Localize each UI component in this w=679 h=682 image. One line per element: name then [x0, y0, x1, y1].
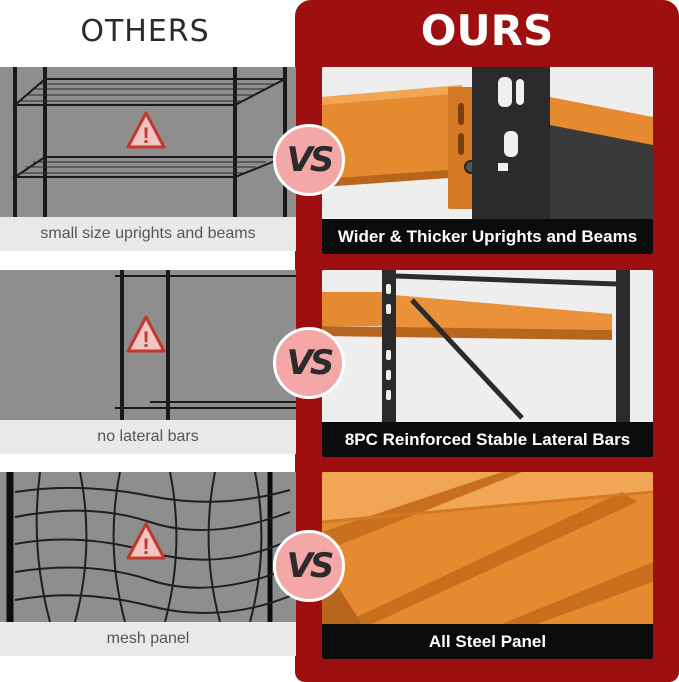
ours-caption-panel: All Steel Panel: [322, 624, 653, 659]
ours-card-uprights: Wider & Thicker Uprights and Beams: [322, 67, 653, 254]
svg-text:!: !: [142, 327, 149, 352]
others-caption-panel: mesh panel: [0, 622, 296, 656]
ours-caption-uprights: Wider & Thicker Uprights and Beams: [322, 219, 653, 254]
others-card-uprights: ! small size uprights and beams: [0, 67, 296, 251]
warning-triangle-icon: !: [126, 111, 166, 149]
ours-title: OURS: [420, 6, 554, 55]
others-caption-lateral: no lateral bars: [0, 420, 296, 454]
others-card-panel: ! mesh panel: [0, 472, 296, 656]
svg-text:!: !: [142, 534, 149, 559]
warning-triangle-icon: !: [126, 315, 166, 353]
vs-badge-1: VS: [273, 124, 345, 196]
vs-badge-2: VS: [273, 327, 345, 399]
others-mesh-panel-photo: !: [0, 472, 296, 622]
warning-triangle-icon: !: [126, 522, 166, 560]
others-no-bars-photo: !: [0, 270, 296, 420]
ours-steel-panel-photo: [322, 472, 653, 624]
others-card-lateral: ! no lateral bars: [0, 270, 296, 454]
vs-badge-3: VS: [273, 530, 345, 602]
ours-card-panel: All Steel Panel: [322, 472, 653, 659]
ours-card-lateral: 8PC Reinforced Stable Lateral Bars: [322, 270, 653, 457]
svg-text:!: !: [142, 123, 149, 148]
ours-lateral-bars-photo: [322, 270, 653, 422]
others-wire-shelf-photo: !: [0, 67, 296, 217]
others-title: OTHERS: [80, 14, 210, 49]
others-caption-uprights: small size uprights and beams: [0, 217, 296, 251]
ours-upright-beam-photo: [322, 67, 653, 219]
ours-caption-lateral: 8PC Reinforced Stable Lateral Bars: [322, 422, 653, 457]
